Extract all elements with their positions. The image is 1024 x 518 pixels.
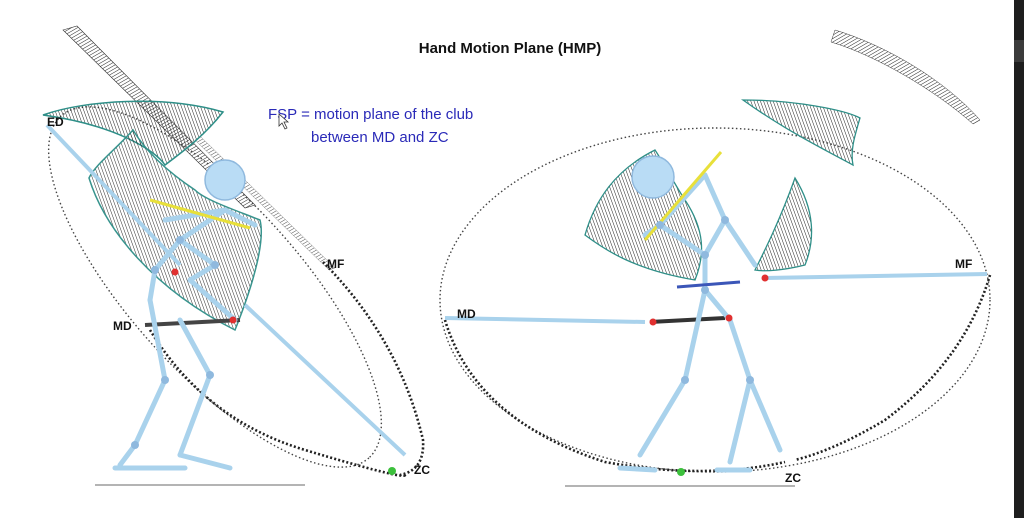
right-label-mf: MF <box>955 257 972 271</box>
right-hand-path-ellipse <box>439 127 991 473</box>
left-red-marker-2 <box>171 268 179 276</box>
right-red-marker-3 <box>725 314 733 322</box>
left-club-shaft-top <box>45 123 182 267</box>
right-hand-path-lower-arc <box>443 319 786 473</box>
left-skeleton <box>112 207 258 471</box>
left-head <box>204 159 246 201</box>
mouse-cursor-icon <box>278 113 290 130</box>
left-red-marker <box>229 316 237 324</box>
right-ribbon-right <box>754 176 813 272</box>
left-label-md: MD <box>113 319 132 333</box>
right-club-shaft-mf <box>764 272 988 280</box>
fsp-annotation-line-1: FSP = motion plane of the club <box>268 106 473 123</box>
left-hand-path-right-arc <box>322 261 425 477</box>
left-club-shaft <box>243 303 407 457</box>
right-club-dark <box>649 316 726 324</box>
right-red-marker-1 <box>649 318 657 326</box>
right-joints <box>656 216 754 384</box>
left-shoulder-line <box>149 198 251 230</box>
right-label-zc: ZC <box>785 471 801 485</box>
right-figure: MD MF ZC <box>439 29 992 487</box>
window-edge-bar <box>1014 0 1024 518</box>
page-title: Hand Motion Plane (HMP) <box>419 40 602 57</box>
right-club-shaft-md <box>444 316 646 324</box>
left-hand-path-lower-arc <box>148 329 407 477</box>
right-green-marker <box>677 468 685 476</box>
left-zc-green-marker <box>388 467 396 475</box>
right-head <box>631 155 675 199</box>
left-md-club <box>144 318 241 327</box>
left-label-ed: ED <box>47 115 64 129</box>
left-joints <box>131 236 219 449</box>
right-shaft-plane-sheet <box>830 29 981 125</box>
right-ribbon-top <box>740 99 861 167</box>
right-label-md: MD <box>457 307 476 321</box>
window-edge-tab[interactable] <box>1014 40 1024 62</box>
fsp-annotation-line-2: between MD and ZC <box>311 129 449 146</box>
left-label-mf: MF <box>327 257 344 271</box>
left-ribbon-lower <box>88 128 263 332</box>
fsp-annotation: FSP = motion plane of the club between M… <box>268 106 473 146</box>
right-red-marker-2 <box>761 274 769 282</box>
right-hip-line <box>676 280 741 289</box>
right-hand-path-right-arc <box>794 274 992 462</box>
left-label-zc: ZC <box>414 463 430 477</box>
left-figure: ED MF MD ZC <box>42 25 430 486</box>
